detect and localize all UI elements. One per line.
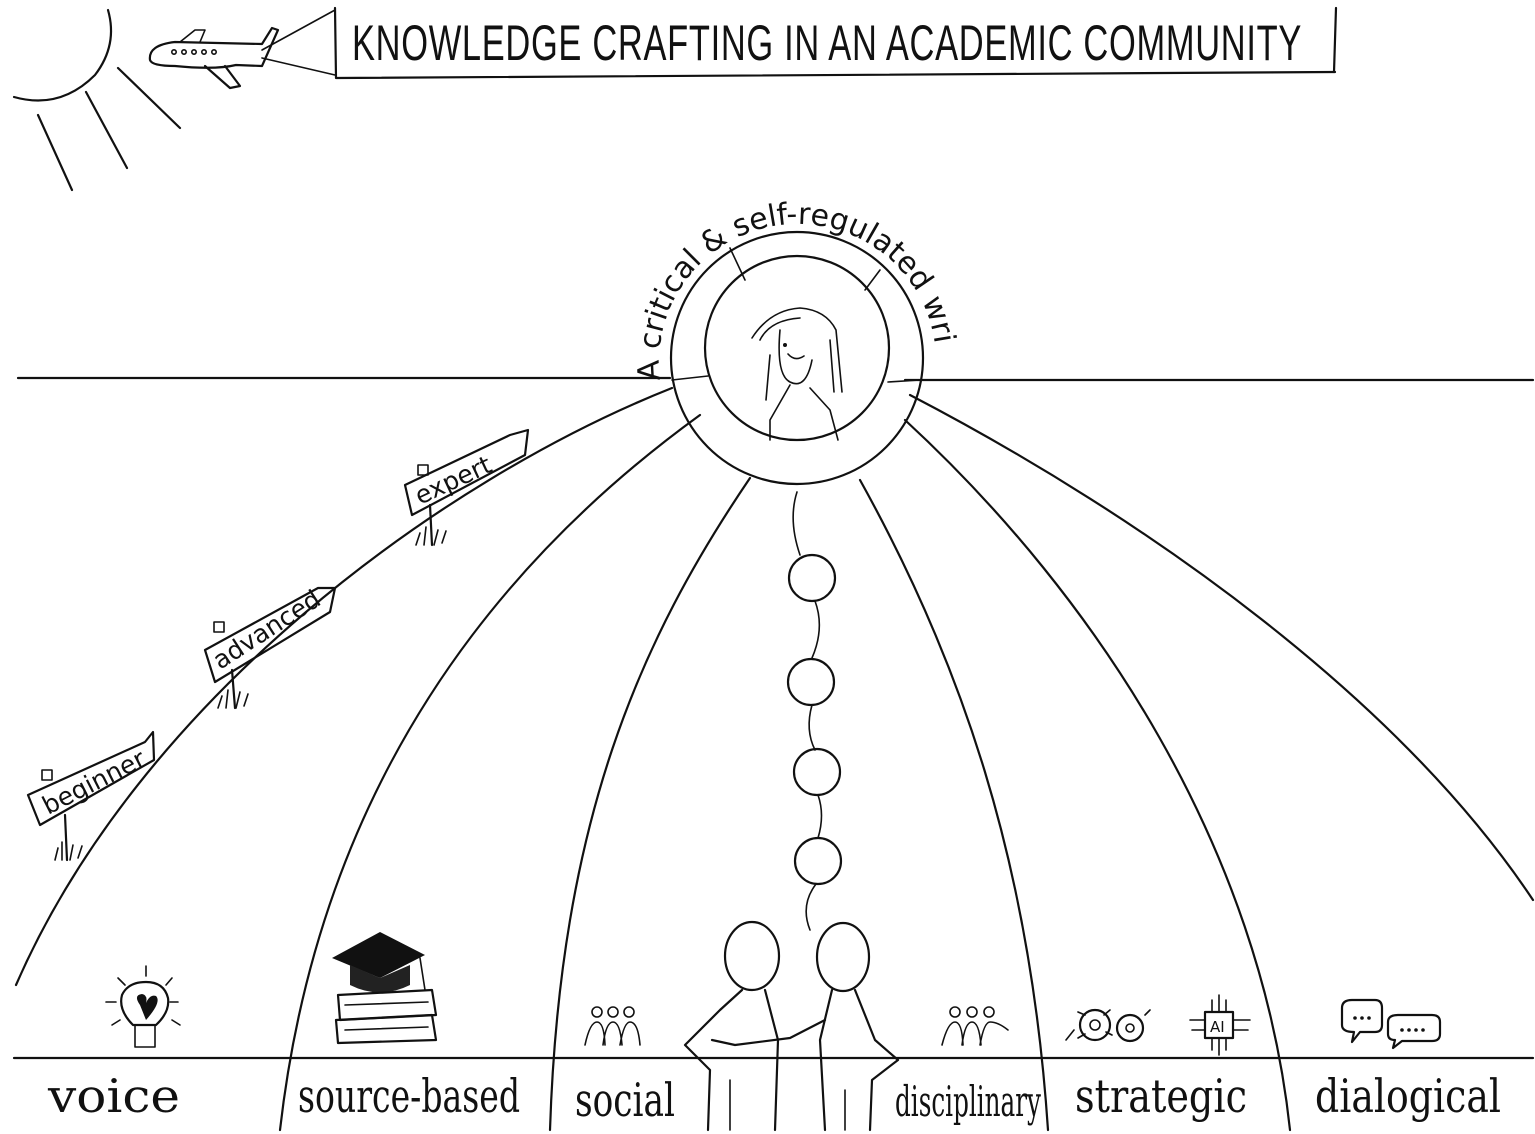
lightbulb-icon [105, 965, 181, 1048]
writer-portrait-icon [669, 230, 925, 486]
signpost-advanced-label: advanced [207, 584, 325, 675]
signpost-beginner: beginner [26, 730, 156, 862]
category-strategic-label: strategic [1075, 1069, 1247, 1123]
graduation-cap-books-icon [332, 932, 438, 1045]
ai-chip-label: AI [1210, 1018, 1225, 1036]
category-disciplinary-label: disciplinary [895, 1077, 1041, 1126]
two-students-icon [683, 920, 900, 1132]
category-social-label: social [575, 1073, 675, 1127]
category-voice-label: voice [47, 1069, 180, 1123]
signpost-advanced: advanced [203, 584, 337, 710]
road-rays [14, 386, 1535, 1132]
page-title: KNOWLEDGE CRAFTING IN AN ACADEMIC COMMUN… [352, 15, 1302, 71]
people-group-icon [584, 1006, 641, 1046]
airplane-icon [148, 9, 336, 90]
signpost-expert: expert [403, 428, 530, 547]
speech-bubbles-icon [1340, 998, 1442, 1050]
gears-ai-chip-icon: AI [1065, 994, 1251, 1056]
category-source-based-label: source-based [298, 1069, 520, 1123]
category-dialogical-label: dialogical [1315, 1069, 1501, 1123]
progress-chain [786, 491, 843, 931]
people-group-icon [941, 1006, 1009, 1046]
sun-icon [12, 8, 182, 192]
banner-icon [333, 6, 1338, 80]
horizon-line [16, 376, 1535, 382]
